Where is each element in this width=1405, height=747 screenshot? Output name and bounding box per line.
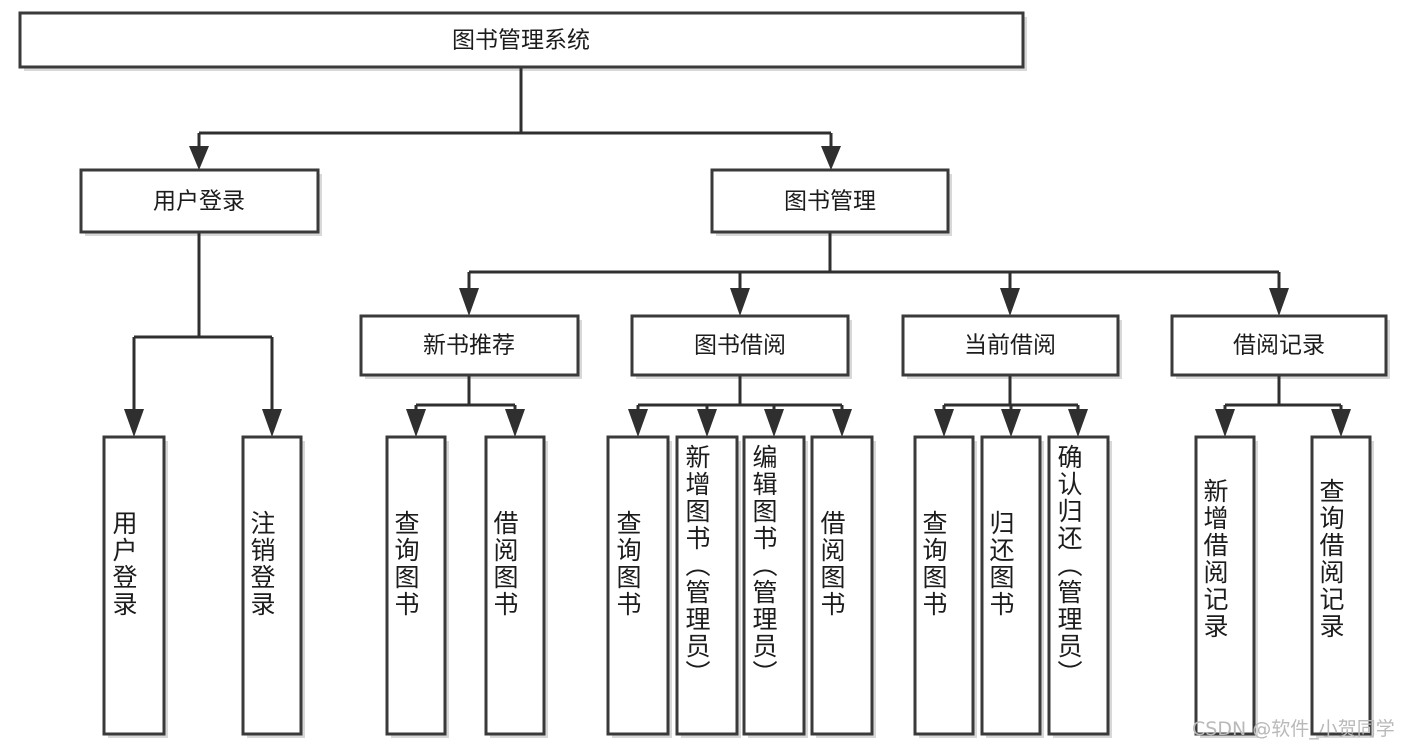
arrow-head-icon bbox=[189, 146, 209, 170]
node-leaf-query-book-3[interactable] bbox=[913, 435, 975, 736]
arrow-head-icon bbox=[124, 409, 144, 437]
node-current-borrow[interactable] bbox=[901, 314, 1120, 377]
node-label-current-borrow: 当前借阅 bbox=[964, 333, 1056, 359]
csdn-watermark: CSDN @软件_小贺同学 bbox=[1192, 718, 1395, 740]
node-leaf-query-book-1[interactable] bbox=[385, 435, 447, 736]
node-leaf-add-book-admin[interactable] bbox=[675, 435, 739, 736]
node-new-book-recommend[interactable] bbox=[359, 314, 580, 377]
arrow-head-icon bbox=[406, 409, 426, 437]
node-leaf-query-book-2[interactable] bbox=[606, 435, 670, 736]
node-book-management[interactable] bbox=[710, 168, 950, 234]
arrow-head-icon bbox=[505, 409, 525, 437]
arrow-head-icon bbox=[934, 409, 954, 437]
horizontal-label-layer: 图书管理系统 用户登录 图书管理 新书推荐 图书借阅 当前借阅 借阅记录 bbox=[153, 28, 1325, 359]
node-label-root: 图书管理系统 bbox=[452, 28, 590, 54]
node-root-book-management-system[interactable] bbox=[18, 11, 1025, 69]
node-label-book-borrow: 图书借阅 bbox=[694, 333, 786, 359]
connector-layer bbox=[124, 67, 1351, 437]
node-user-login[interactable] bbox=[79, 168, 320, 234]
node-leaf-query-borrow-record[interactable] bbox=[1310, 435, 1372, 736]
node-label-new-book-recommend: 新书推荐 bbox=[423, 333, 515, 359]
node-label-user-login: 用户登录 bbox=[153, 189, 245, 215]
arrow-head-icon bbox=[1000, 288, 1020, 316]
node-label-borrow-record: 借阅记录 bbox=[1233, 333, 1325, 359]
arrow-head-icon bbox=[832, 409, 852, 437]
arrow-head-icon bbox=[730, 288, 750, 316]
arrow-head-icon bbox=[262, 409, 282, 437]
arrow-head-icon bbox=[764, 409, 784, 437]
node-leaf-confirm-return-admin[interactable] bbox=[1047, 435, 1110, 736]
arrow-head-icon bbox=[1215, 409, 1235, 437]
arrow-head-icon bbox=[697, 409, 717, 437]
node-box-layer bbox=[18, 11, 1388, 736]
node-leaf-borrow-book-2[interactable] bbox=[810, 435, 874, 736]
node-leaf-borrow-book-1[interactable] bbox=[484, 435, 546, 736]
arrow-head-icon bbox=[1001, 409, 1021, 437]
arrow-head-icon bbox=[1331, 409, 1351, 437]
node-book-borrow[interactable] bbox=[630, 314, 850, 377]
node-borrow-record[interactable] bbox=[1170, 314, 1388, 377]
node-leaf-edit-book-admin[interactable] bbox=[742, 435, 806, 736]
arrow-head-icon bbox=[1269, 288, 1289, 316]
arrow-head-icon bbox=[628, 409, 648, 437]
node-label-book-management: 图书管理 bbox=[784, 189, 876, 215]
arrow-head-icon bbox=[1068, 409, 1088, 437]
arrow-head-icon bbox=[459, 288, 479, 316]
node-leaf-user-login[interactable] bbox=[102, 435, 166, 736]
node-leaf-add-borrow-record[interactable] bbox=[1194, 435, 1256, 736]
node-leaf-logout[interactable] bbox=[241, 435, 303, 736]
arrow-head-icon bbox=[821, 146, 841, 170]
node-leaf-return-book[interactable] bbox=[980, 435, 1042, 736]
